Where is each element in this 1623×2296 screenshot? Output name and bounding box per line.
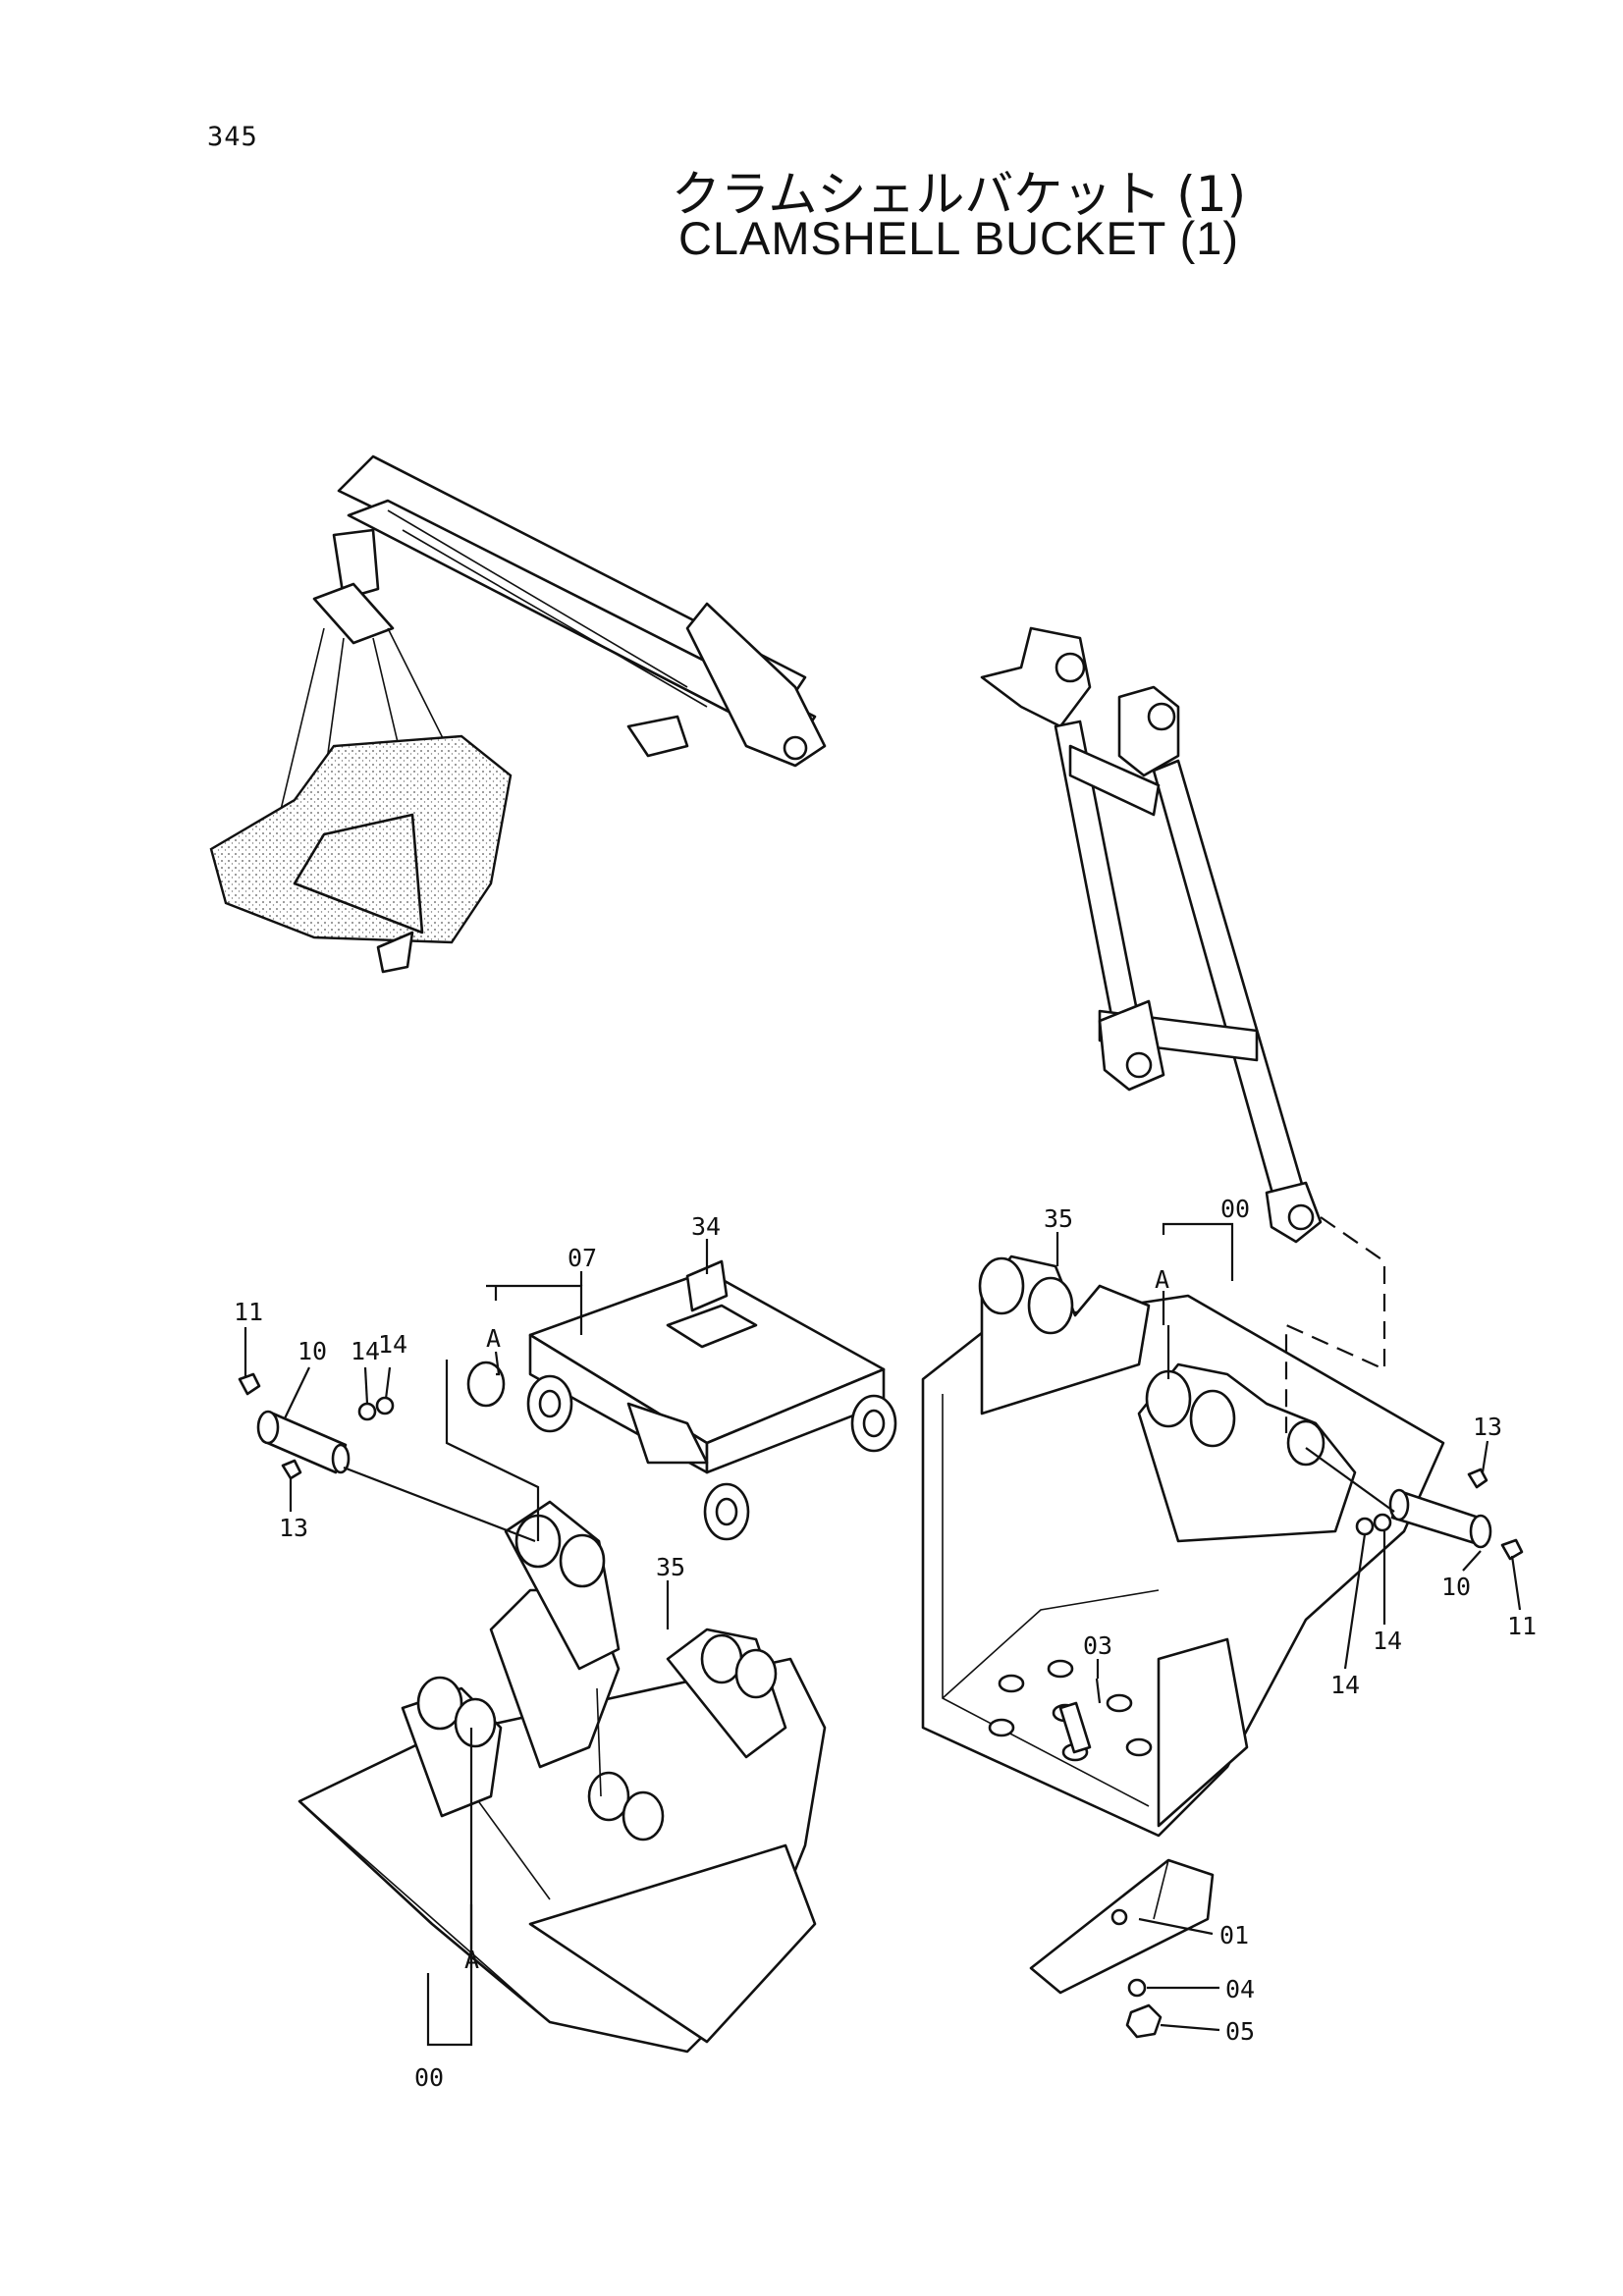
callout-14-right-b: 14 (1330, 1671, 1360, 1699)
callout-07: 07 (568, 1244, 597, 1272)
callout-a-right: A (1155, 1265, 1169, 1294)
callout-13-left: 13 (279, 1514, 308, 1542)
bucket-tooth (1029, 1858, 1215, 2039)
overview-arm-assembly (209, 454, 827, 974)
callout-34: 34 (691, 1212, 721, 1241)
callout-10-right: 10 (1441, 1573, 1471, 1601)
callout-03: 03 (1083, 1631, 1112, 1660)
a-frame-link (980, 626, 1323, 1244)
callout-14-right-a: 14 (1373, 1627, 1402, 1655)
pin-set-right (1355, 1468, 1524, 1561)
callout-01: 01 (1219, 1921, 1249, 1949)
callout-00-left: 00 (414, 2063, 444, 2092)
page-title-japanese: クラムシェルバケット (1) (671, 166, 1247, 223)
callout-a-top-left: A (486, 1324, 501, 1353)
callout-35-right: 35 (1044, 1204, 1073, 1233)
bucket-half-right (921, 1255, 1445, 1838)
callout-13-right: 13 (1473, 1413, 1502, 1441)
bucket-half-left (298, 1500, 827, 2054)
callout-04: 04 (1225, 1975, 1255, 2003)
callout-10-left: 10 (298, 1337, 327, 1365)
callout-11-left: 11 (234, 1298, 263, 1326)
pin-set-left (238, 1372, 395, 1480)
callout-11-right: 11 (1507, 1612, 1537, 1640)
callout-00-right: 00 (1220, 1195, 1250, 1223)
page-title-english: CLAMSHELL BUCKET (1) (677, 212, 1240, 264)
callout-labels: 11 10 14 14 13 A 07 34 35 A 00 35 00 A 1… (234, 1195, 1537, 2092)
leader-lines (243, 1216, 1522, 2047)
yoke-assembly (466, 1259, 897, 1541)
callout-14-left-b: 14 (378, 1330, 407, 1359)
callout-35-left: 35 (656, 1553, 685, 1581)
callout-14-left-a: 14 (351, 1337, 380, 1365)
callout-05: 05 (1225, 2017, 1255, 2046)
page-number: 345 (207, 122, 258, 152)
callout-a-bottom-left: A (464, 1946, 479, 1974)
